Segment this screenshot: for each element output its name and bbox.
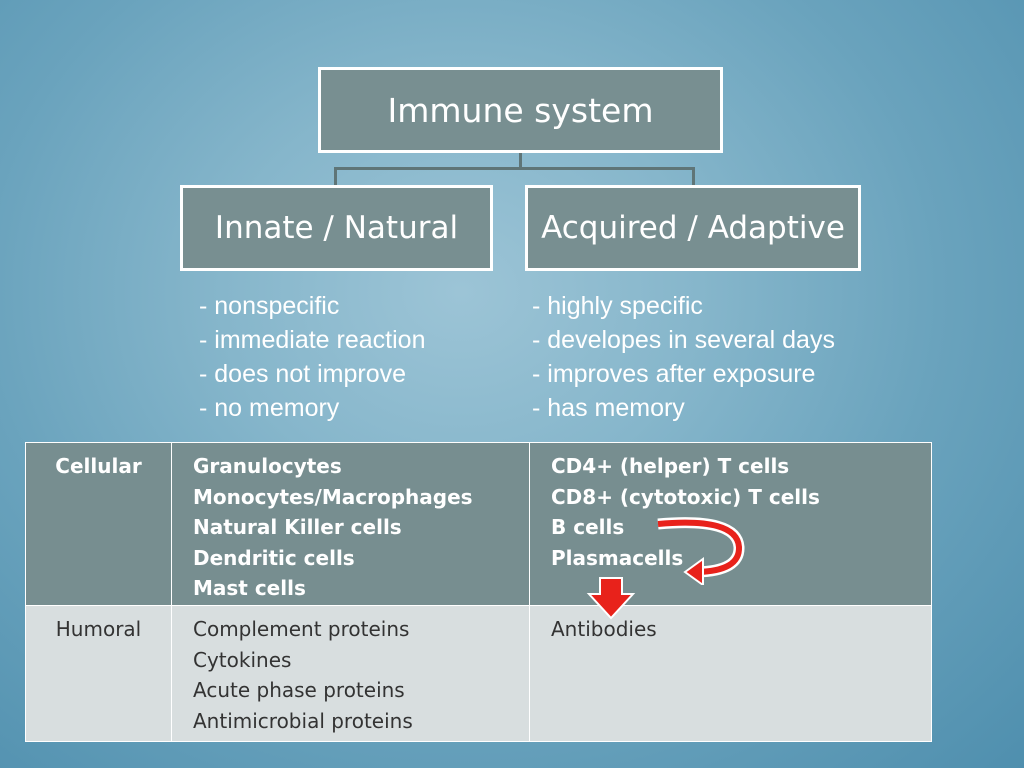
innate-feature-list: - nonspecific - immediate reaction - doe… [199,289,425,425]
connector-left-drop [334,167,337,187]
comparison-table: Cellular Granulocytes Monocytes/Macropha… [25,442,932,742]
immune-system-box: Immune system [318,67,723,153]
innate-feature: - does not improve [199,360,407,388]
innate-title: Innate / Natural [214,210,459,246]
table-row-cellular: Cellular Granulocytes Monocytes/Macropha… [25,442,932,606]
list-item: Mast cells [193,576,306,600]
adaptive-feature-list: - highly specific - developes in several… [532,289,835,425]
cellular-innate-cell: Granulocytes Monocytes/Macrophages Natur… [171,442,530,606]
down-arrow-icon [586,577,636,620]
list-item: Cytokines [193,647,292,672]
immune-system-label: Immune system [387,90,654,130]
acquired-title: Acquired / Adaptive [541,210,845,246]
row-label-humoral: Humoral [25,605,172,742]
list-item: CD8+ (cytotoxic) T cells [551,484,820,509]
list-item: Antimicrobial proteins [193,708,413,733]
list-item: CD4+ (helper) T cells [551,454,790,478]
innate-box: Innate / Natural [180,185,493,271]
adaptive-feature: - has memory [532,394,685,422]
list-item: Plasmacells [551,545,684,570]
list-item: Granulocytes [193,454,342,478]
list-item: Natural Killer cells [193,515,402,539]
list-item: Acute phase proteins [193,678,405,702]
row-label: Cellular [55,454,142,478]
adaptive-feature: - developes in several days [532,326,835,354]
connector-stem [519,153,522,168]
connector-horizontal [334,167,695,170]
row-label: Humoral [55,617,142,641]
list-item: Dendritic cells [193,545,355,570]
list-item: Antibodies [551,617,657,641]
innate-feature: - immediate reaction [199,326,426,354]
innate-feature: - no memory [199,394,340,422]
list-item: Complement proteins [193,617,410,641]
humoral-innate-cell: Complement proteins Cytokines Acute phas… [171,605,530,742]
table-row-humoral: Humoral Complement proteins Cytokines Ac… [25,605,932,742]
cellular-adaptive-cell: CD4+ (helper) T cells CD8+ (cytotoxic) T… [529,442,932,606]
connector-right-drop [692,167,695,187]
acquired-box: Acquired / Adaptive [525,185,861,271]
curved-arrow-icon [657,517,745,585]
list-item: Monocytes/Macrophages [193,484,473,509]
row-label-cellular: Cellular [25,442,172,606]
innate-feature: - nonspecific [199,292,340,320]
humoral-adaptive-cell: Antibodies [529,605,932,742]
list-item: B cells [551,515,625,539]
adaptive-feature: - improves after exposure [532,360,816,388]
adaptive-feature: - highly specific [532,292,703,320]
